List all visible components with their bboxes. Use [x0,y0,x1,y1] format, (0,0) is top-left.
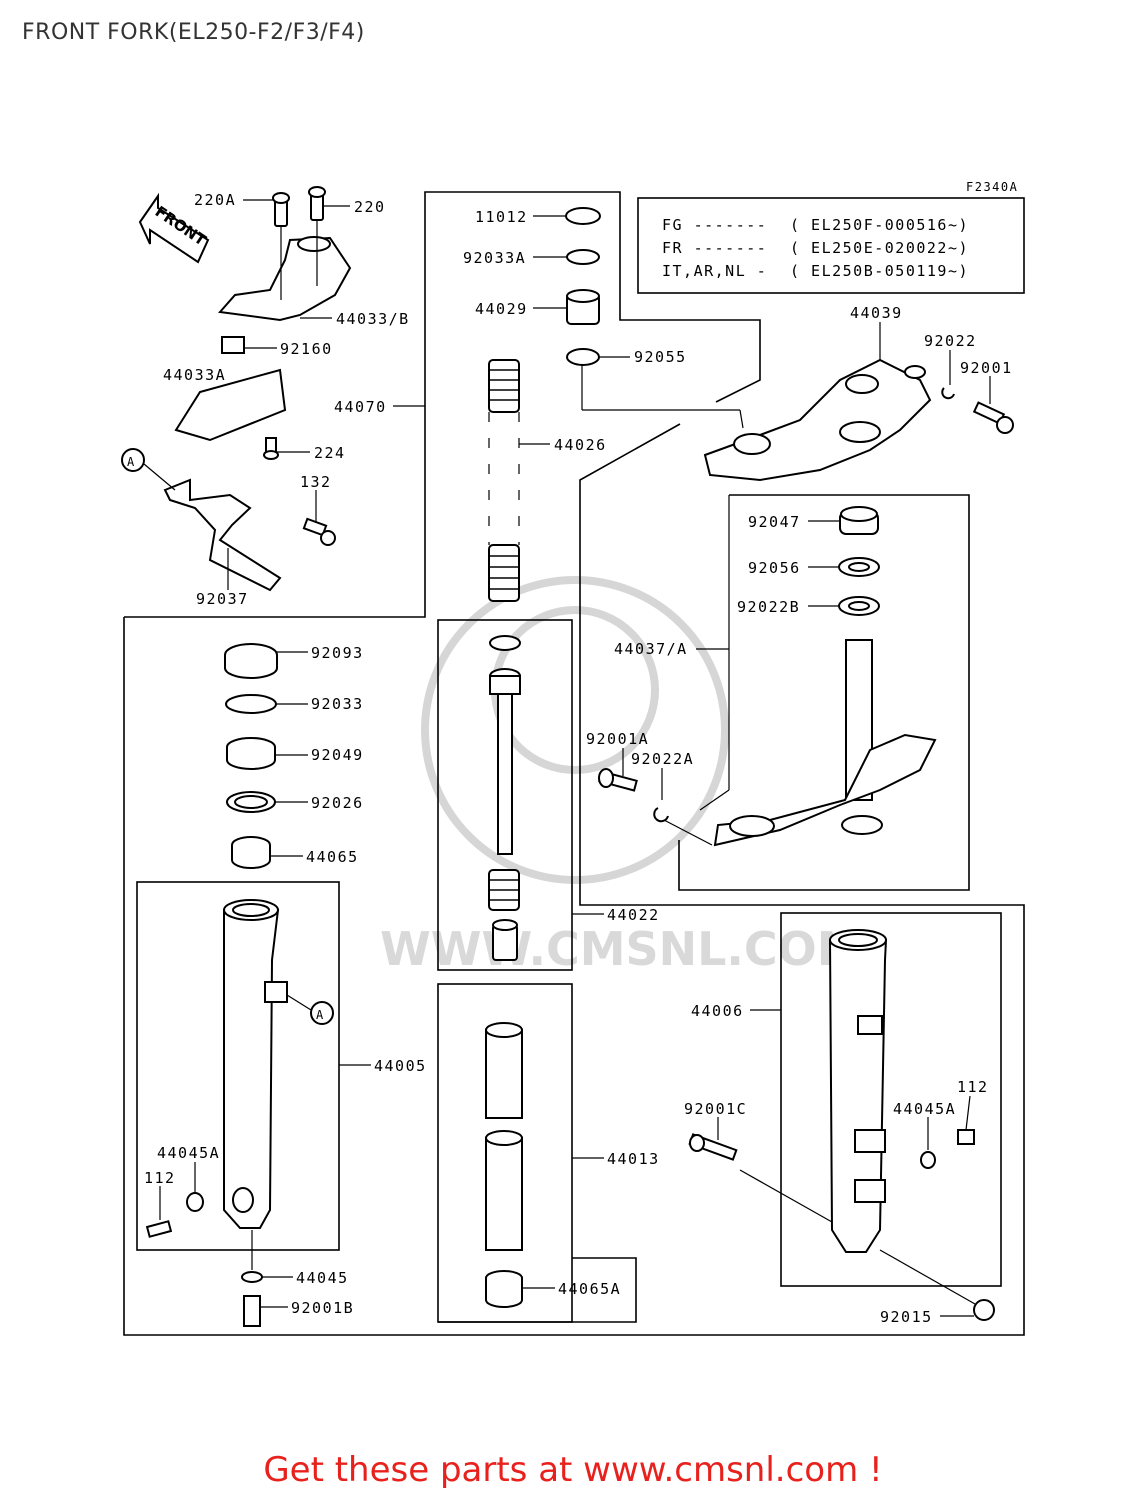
fork-seal-parts [224,643,278,869]
footer-promo-text: Get these parts at www.cmsnl.com ! [263,1450,883,1490]
part-label-92022: 92022 [924,332,977,350]
applicability-frame: ( EL250F-000516~) [790,216,969,234]
part-label-92047: 92047 [748,513,801,531]
part-label-44033B: 44033/B [336,310,410,328]
part-label-92056: 92056 [748,559,801,577]
group-outlines [123,191,1025,1336]
part-label-92001C: 92001C [684,1100,747,1118]
part-label-92055: 92055 [634,348,687,366]
part-label-11012: 11012 [475,208,528,226]
part-label-44006: 44006 [691,1002,744,1020]
callout-a-label: A [127,455,136,469]
part-label-44045: 44045 [296,1269,349,1287]
part-label-92001A: 92001A [586,730,649,748]
watermark-text: WWW.CMSNL.COM [380,922,863,976]
applicability-region: FG ------- [662,216,767,234]
part-label-44045A-right: 44045A [893,1100,956,1118]
page-title: FRONT FORK(EL250-F2/F3/F4) [22,20,365,45]
part-label-44022: 44022 [607,906,660,924]
top-left-parts: A [121,186,352,592]
steering-stem [598,506,937,847]
part-label-92049: 92049 [311,746,364,764]
part-label-224: 224 [314,444,346,462]
part-label-44065: 44065 [306,848,359,866]
part-label-44013: 44013 [607,1150,660,1168]
part-label-132: 132 [300,473,332,491]
part-label-92037: 92037 [196,590,249,608]
upper-bracket [703,358,1014,482]
part-label-44045A-left: 44045A [157,1144,220,1162]
diagram-code: F2340A [966,180,1018,194]
part-label-92033: 92033 [311,695,364,713]
part-label-220: 220 [354,198,386,216]
applicability-region: FR ------- [662,239,767,257]
part-label-92160: 92160 [280,340,333,358]
right-outer-tube [688,929,995,1321]
applicability-table: FG ------- ( EL250F-000516~) FR ------- … [637,197,1025,294]
part-label-44005: 44005 [374,1057,427,1075]
part-number-labels: 220A 220 44033/B 92160 44033A 224 132 92… [144,191,1013,1326]
callout-a-label: A [316,1008,325,1022]
part-label-44026: 44026 [554,436,607,454]
part-label-92015: 92015 [880,1308,933,1326]
part-label-92022A: 92022A [631,750,694,768]
part-label-92026: 92026 [311,794,364,812]
part-label-44033A: 44033A [163,366,226,384]
part-label-92001: 92001 [960,359,1013,377]
applicability-frame: ( EL250E-020022~) [790,239,969,257]
part-label-112-left: 112 [144,1169,176,1187]
part-label-92001B: 92001B [291,1299,354,1317]
part-label-44065A: 44065A [558,1280,621,1298]
part-label-44037A: 44037/A [614,640,688,658]
part-label-44070: 44070 [334,398,387,416]
part-label-44029: 44029 [475,300,528,318]
damper-rod-assembly [488,635,521,961]
part-label-112-right: 112 [957,1078,989,1096]
applicability-frame: ( EL250B-050119~) [790,262,969,280]
applicability-region: IT,AR,NL - [662,262,767,280]
part-label-92093: 92093 [311,644,364,662]
part-label-92022B: 92022B [737,598,800,616]
part-label-92033A: 92033A [463,249,526,267]
inner-fork-tube [485,1022,523,1308]
left-outer-tube: A [145,899,334,1327]
fork-upper-parts [488,207,601,602]
part-label-220A: 220A [194,191,236,209]
part-label-44039: 44039 [850,304,903,322]
leader-lines [159,199,991,1317]
